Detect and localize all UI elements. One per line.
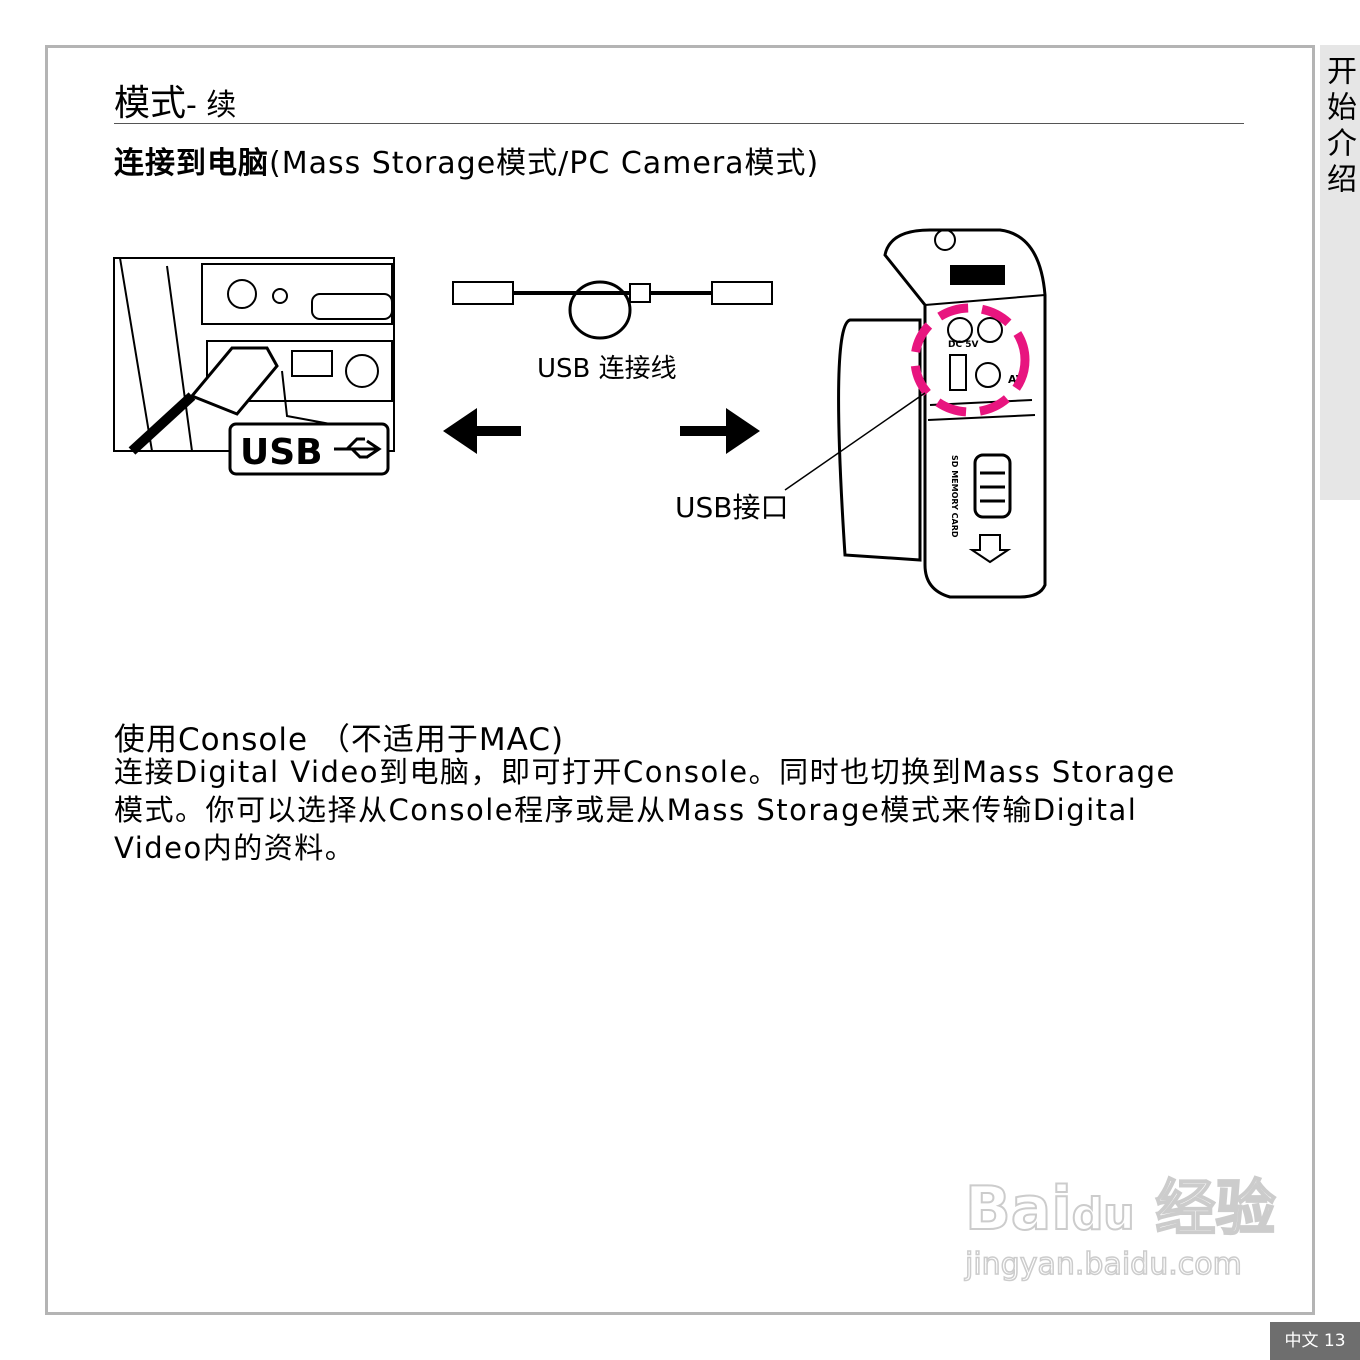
section-title-console: 使用Console （不适用于MAC) [114, 722, 565, 758]
section-title-connect: 连接到电脑(Mass Storage模式/PC Camera模式) [114, 138, 819, 182]
usb-port-label: USB接口 [675, 491, 789, 524]
subtitle-bold: 连接到电脑 [114, 146, 269, 181]
cable-label: USB 连接线 [537, 354, 677, 384]
page-title: 模式- 续 [114, 74, 236, 126]
paragraph-line: 模式。你可以选择从Console程序或是从Mass Storage模式来传输Di… [114, 793, 1138, 827]
paragraph-line: Video内的资料。 [114, 831, 356, 865]
dc-label: DC 5V [948, 340, 978, 350]
title-text: 模式 [114, 83, 187, 124]
page-frame [45, 45, 1315, 1315]
side-tab-label: 开始介绍 [1321, 55, 1356, 199]
pc-port-illustration: USB [113, 257, 395, 476]
page-number: 中文 13 [1270, 1322, 1360, 1360]
paragraph-line: 连接Digital Video到电脑，即可打开Console。同时也切换到Mas… [114, 755, 1176, 789]
arrow-right-icon [680, 408, 760, 454]
arrow-left-icon [443, 408, 521, 454]
sd-label: SD MEMORY CARD [950, 455, 959, 538]
baidu-watermark: Baidu 经验 jingyan.baidu.com [964, 1173, 1277, 1283]
subtitle-rest: (Mass Storage模式/PC Camera模式) [269, 146, 820, 181]
console-paragraph: 连接Digital Video到电脑，即可打开Console。同时也切换到Mas… [114, 753, 1254, 867]
title-suffix: - 续 [186, 88, 237, 123]
side-tab: 开始介绍 [1320, 45, 1360, 500]
camera-illustration: DC 5V AV SD MEMORY CARD [784, 228, 1047, 599]
title-divider [114, 123, 1244, 124]
usb-cable-illustration [452, 280, 773, 340]
usb-badge: USB [240, 432, 323, 473]
